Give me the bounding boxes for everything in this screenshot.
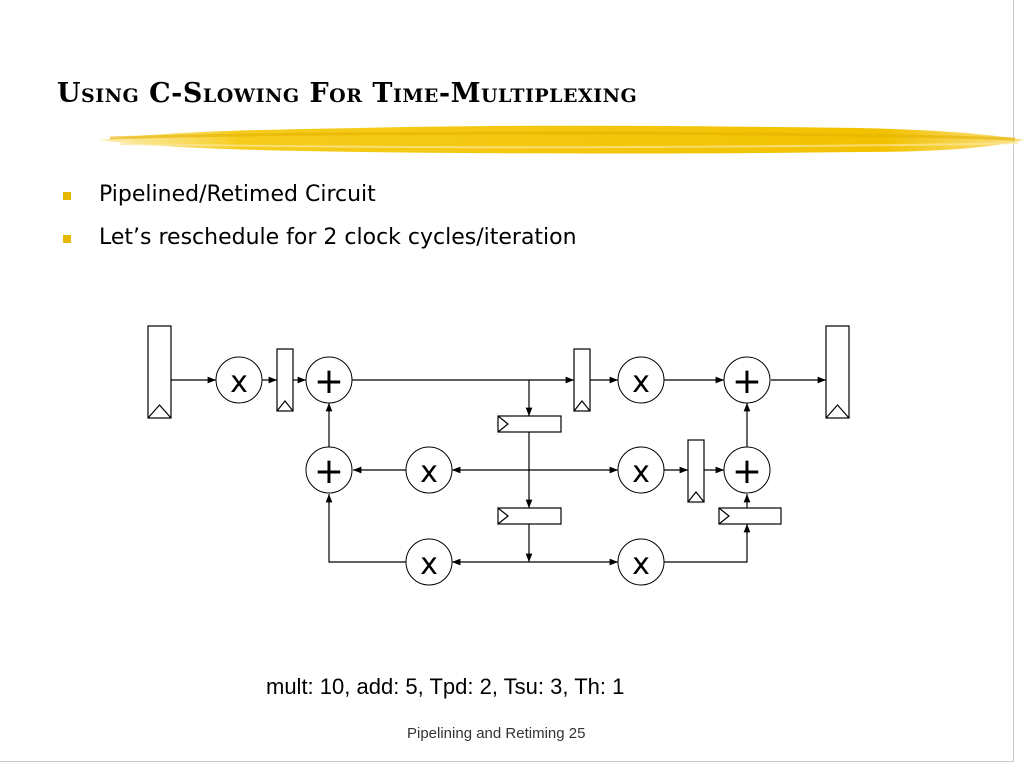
multiplier-node: x <box>617 356 665 404</box>
multiplier-label: x <box>632 455 650 490</box>
multiplier-node: x <box>405 538 453 586</box>
wire <box>325 494 406 563</box>
multiplier-label: x <box>632 365 650 400</box>
adder-node: + <box>723 446 771 494</box>
bullet-item: Let’s reschedule for 2 clock cycles/iter… <box>62 225 577 268</box>
bullet-square-icon <box>63 192 71 200</box>
multiplier-label: x <box>230 365 248 400</box>
slide-footer: Pipelining and Retiming 25 <box>407 725 586 742</box>
register-top-left <box>276 348 294 412</box>
adder-node: + <box>305 356 353 404</box>
multiplier-node: x <box>215 356 263 404</box>
timing-parameters: mult: 10, add: 5, Tpd: 2, Tsu: 3, Th: 1 <box>266 674 625 699</box>
bullet-item: Pipelined/Retimed Circuit <box>62 182 577 225</box>
multiplier-label: x <box>420 455 438 490</box>
register-mid-right <box>687 439 705 503</box>
operators: x x x x x x + + <box>215 356 771 586</box>
title-highlight-stroke <box>100 125 1024 154</box>
register-output <box>825 325 850 419</box>
adder-label: + <box>314 451 344 492</box>
multiplier-node: x <box>617 446 665 494</box>
multiplier-label: x <box>420 547 438 582</box>
register-top-right <box>573 348 591 412</box>
register-center-upper <box>497 415 562 433</box>
multiplier-label: x <box>632 547 650 582</box>
registers <box>147 325 850 525</box>
adder-label: + <box>732 451 762 492</box>
adder-node: + <box>723 356 771 404</box>
bullet-text: Pipelined/Retimed Circuit <box>99 182 376 207</box>
bullet-list: Pipelined/Retimed Circuit Let’s reschedu… <box>62 182 577 268</box>
register-input <box>147 325 172 419</box>
bullet-text: Let’s reschedule for 2 clock cycles/iter… <box>99 225 577 250</box>
wire <box>664 524 751 563</box>
multiplier-node: x <box>617 538 665 586</box>
adder-node: + <box>305 446 353 494</box>
bullet-square-icon <box>63 235 71 243</box>
slide-title: Using C-Slowing For Time-Multiplexing <box>57 78 638 109</box>
adder-label: + <box>314 361 344 402</box>
wires <box>171 376 826 566</box>
adder-label: + <box>732 361 762 402</box>
register-center-lower <box>497 507 562 525</box>
multiplier-node: x <box>405 446 453 494</box>
register-right-lower <box>718 507 782 525</box>
